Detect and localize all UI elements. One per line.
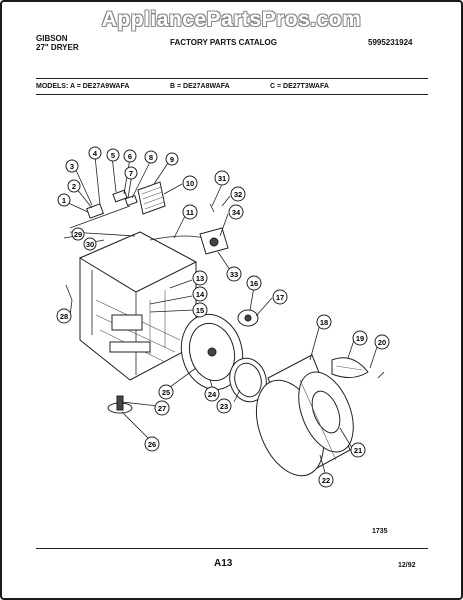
model-c: C = DE27T3WAFA <box>270 83 329 90</box>
callout-11: 11 <box>182 204 198 220</box>
callout-22: 22 <box>318 472 334 488</box>
callout-2: 2 <box>67 179 81 193</box>
callout-16: 16 <box>246 275 262 291</box>
bearing-assembly <box>237 309 259 327</box>
page-number: A13 <box>214 558 233 569</box>
svg-text:22: 22 <box>322 476 330 485</box>
callout-17: 17 <box>272 289 288 305</box>
svg-text:24: 24 <box>208 390 217 399</box>
callout-13: 13 <box>192 270 208 286</box>
drawing-number: 1735 <box>372 528 388 535</box>
svg-text:4: 4 <box>93 149 98 158</box>
callout-6: 6 <box>123 149 137 163</box>
callout-28: 28 <box>56 308 72 324</box>
svg-text:10: 10 <box>186 179 194 188</box>
dryer-drum <box>255 354 354 477</box>
rear-panel <box>180 313 244 391</box>
callout-9: 9 <box>165 152 179 166</box>
footer-rule <box>36 548 428 549</box>
callout-27: 27 <box>154 400 170 416</box>
svg-text:27: 27 <box>158 404 166 413</box>
svg-text:19: 19 <box>356 334 364 343</box>
svg-text:23: 23 <box>220 402 228 411</box>
callout-7: 7 <box>124 166 138 180</box>
leader-lines <box>65 155 379 477</box>
callout-10: 10 <box>182 175 198 191</box>
catalog-title: FACTORY PARTS CATALOG <box>170 38 277 47</box>
callout-25: 25 <box>158 384 174 400</box>
callout-26: 26 <box>144 436 160 452</box>
leveling-leg <box>107 395 133 414</box>
dryer-cabinet <box>78 231 198 381</box>
callout-21: 21 <box>350 442 366 458</box>
callout-33: 33 <box>226 266 242 282</box>
svg-text:21: 21 <box>354 446 362 455</box>
callout-5: 5 <box>106 148 120 162</box>
callout-24: 24 <box>204 386 220 402</box>
idler-assembly <box>199 227 229 255</box>
callout-29: 29 <box>71 227 85 241</box>
model-a: MODELS: A = DE27A9WAFA <box>36 83 130 90</box>
callout-19: 19 <box>352 330 368 346</box>
svg-text:6: 6 <box>128 152 132 161</box>
model-b: B = DE27A8WAFA <box>170 83 230 90</box>
svg-text:9: 9 <box>170 155 174 164</box>
svg-text:25: 25 <box>162 388 170 397</box>
svg-text:29: 29 <box>74 230 82 239</box>
svg-text:32: 32 <box>234 190 242 199</box>
svg-text:13: 13 <box>196 274 204 283</box>
watermark: AppliancePartsPros.com <box>101 8 362 31</box>
callout-20: 20 <box>374 334 390 350</box>
svg-text:31: 31 <box>218 174 226 183</box>
callout-14: 14 <box>192 286 208 302</box>
svg-text:26: 26 <box>148 440 156 449</box>
drum-baffle <box>331 357 369 378</box>
svg-text:17: 17 <box>276 293 284 302</box>
callout-32: 32 <box>230 186 246 202</box>
callout-30: 30 <box>83 237 97 251</box>
callout-18: 18 <box>316 314 332 330</box>
callout-34: 34 <box>228 204 244 220</box>
svg-text:5: 5 <box>111 151 115 160</box>
svg-text:14: 14 <box>196 290 205 299</box>
callout-1: 1 <box>57 193 71 207</box>
vent-grille <box>137 181 166 215</box>
svg-text:33: 33 <box>230 270 238 279</box>
svg-text:15: 15 <box>196 306 204 315</box>
svg-text:34: 34 <box>232 208 241 217</box>
models-rule <box>36 94 428 95</box>
callout-8: 8 <box>144 150 158 164</box>
brand-name: GIBSON <box>36 34 68 43</box>
svg-text:1: 1 <box>62 196 66 205</box>
catalog-part-number: 5995231924 <box>368 38 413 47</box>
callout-3: 3 <box>65 159 79 173</box>
revision-date: 12/92 <box>398 562 416 569</box>
svg-text:11: 11 <box>186 208 194 217</box>
svg-text:3: 3 <box>70 162 74 171</box>
felt-seal <box>229 357 267 403</box>
svg-text:18: 18 <box>320 318 328 327</box>
callout-31: 31 <box>214 170 230 186</box>
product-name: 27" DRYER <box>36 43 79 52</box>
callout-4: 4 <box>88 146 102 160</box>
svg-text:16: 16 <box>250 279 258 288</box>
callout-23: 23 <box>216 398 232 414</box>
svg-text:20: 20 <box>378 338 386 347</box>
svg-text:30: 30 <box>86 240 94 249</box>
svg-text:7: 7 <box>129 169 133 178</box>
header-rule <box>36 78 428 79</box>
callout-15: 15 <box>192 302 208 318</box>
svg-text:2: 2 <box>72 182 76 191</box>
svg-text:28: 28 <box>60 312 68 321</box>
svg-text:8: 8 <box>149 153 153 162</box>
